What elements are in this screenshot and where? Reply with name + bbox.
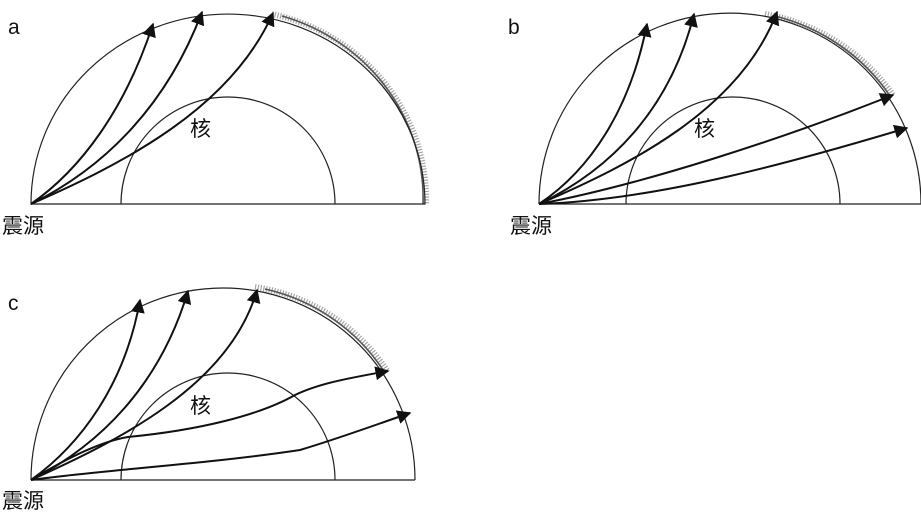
panel-a-shadow-edge <box>281 15 424 205</box>
panel-b-source-label: 震源 <box>510 214 552 238</box>
panel-c-earth <box>30 287 416 481</box>
panel-a-ray-3 <box>30 11 275 205</box>
panel-b-letter: b <box>508 16 520 39</box>
panel-a-earth <box>30 13 426 205</box>
panel-c-ray-5 <box>30 410 412 481</box>
panel-c-core <box>120 372 336 481</box>
panel-a-core-label: 核 <box>190 117 211 141</box>
panel-c-ray-4 <box>30 366 390 481</box>
panel-c-core-label: 核 <box>190 394 211 418</box>
panel-b-core-label: 核 <box>694 117 715 141</box>
panel-a-shadow-zone <box>271 11 430 205</box>
panel-c-ray-1 <box>30 298 145 481</box>
panel-a: a 核 震源 <box>2 10 430 238</box>
panel-a-source-label: 震源 <box>2 214 44 238</box>
panel-b-ray-3 <box>538 10 780 205</box>
panel-c: c 核 震源 <box>2 284 416 513</box>
panel-a-ray-1 <box>30 22 156 205</box>
panel-a-core <box>120 96 336 205</box>
panel-b-shadow-zone <box>764 11 896 97</box>
panel-c-shadow-edge <box>264 288 386 374</box>
panel-b-ray-2 <box>538 12 698 205</box>
panel-a-ray-2 <box>30 10 205 205</box>
panel-b-core <box>625 96 841 205</box>
panel-a-letter: a <box>8 16 20 39</box>
panel-b-shadow-edge <box>774 15 891 97</box>
panel-b-earth <box>538 12 921 205</box>
panel-b: b 核 震源 <box>508 10 921 238</box>
panel-c-ray-2 <box>30 289 192 481</box>
panel-b-ray-4 <box>538 93 895 205</box>
panel-c-source-label: 震源 <box>2 489 44 513</box>
panel-c-shadow-zone <box>254 284 391 374</box>
panel-c-ray-3 <box>30 288 261 481</box>
panel-c-letter: c <box>8 292 19 315</box>
panel-b-ray-1 <box>538 22 652 205</box>
panel-b-ray-5 <box>538 124 909 205</box>
